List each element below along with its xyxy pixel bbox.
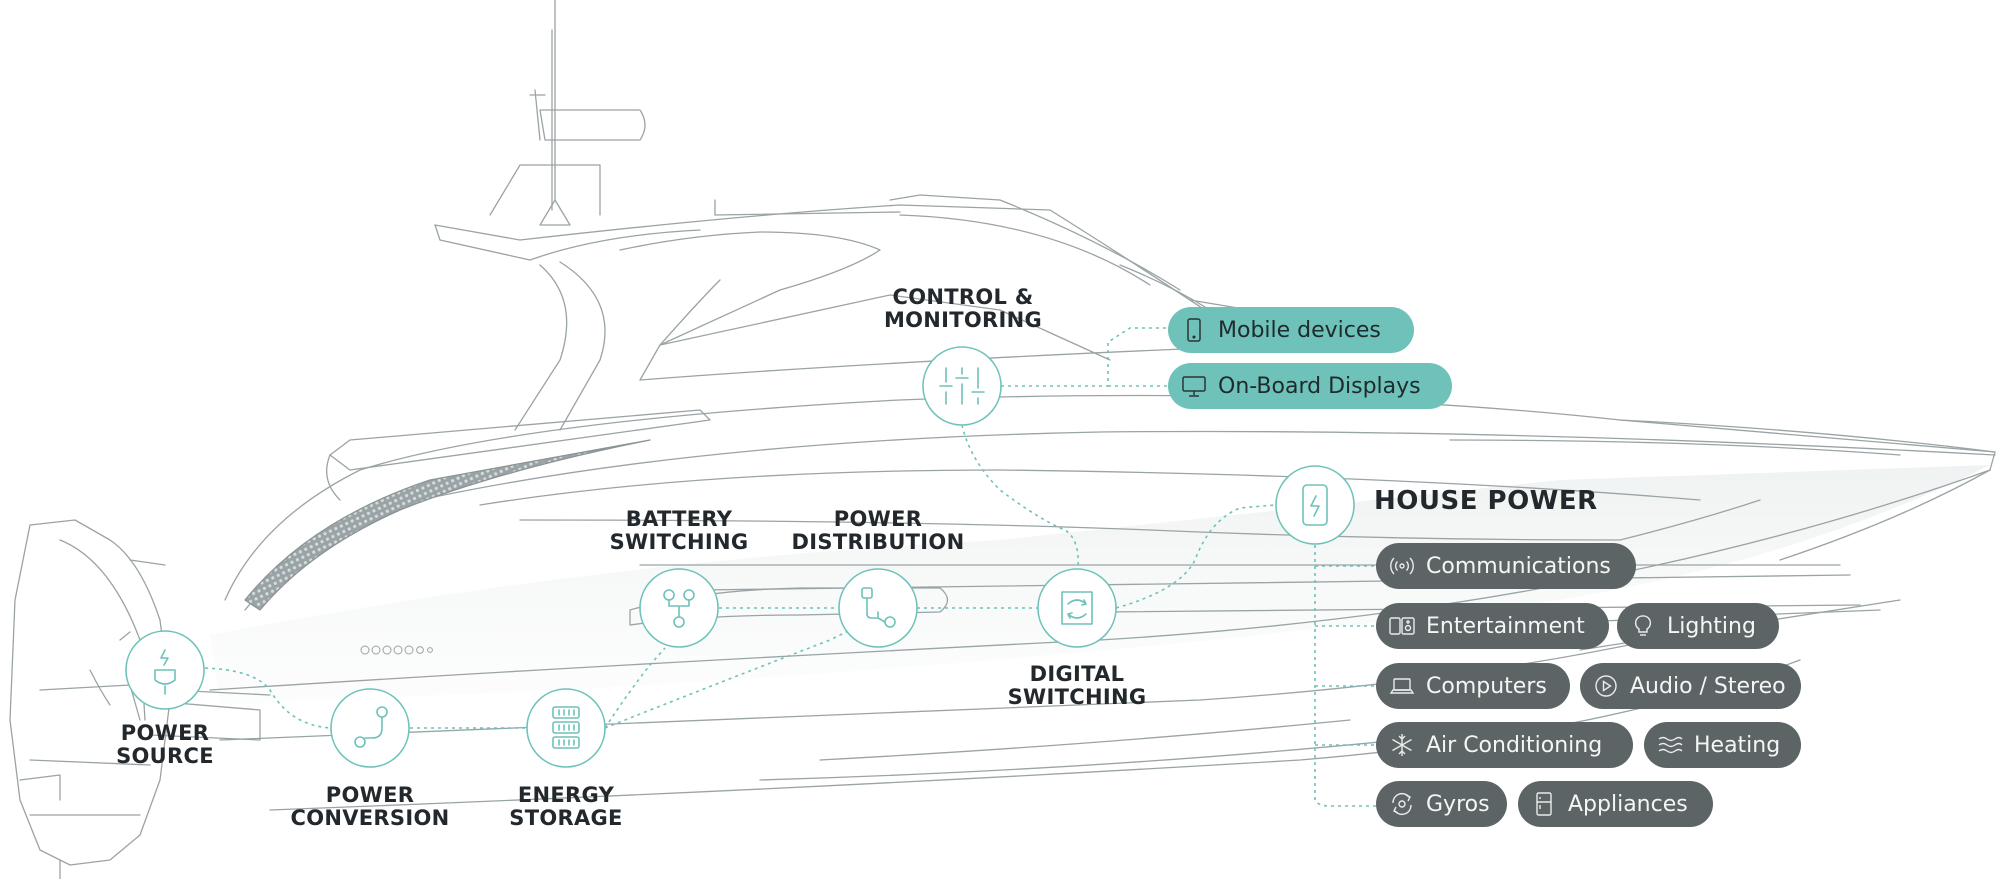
battery-switching-label-line2: SWITCHING [609,530,749,554]
power-distribution-node [838,568,918,648]
snowflake-icon [1388,731,1416,759]
power-source-label-line2: SOURCE [116,744,214,768]
digital-switching-label-line2: SWITCHING [1007,685,1147,709]
switch-arrows-icon [1061,591,1093,625]
appliances-pill: Appliances [1518,781,1713,827]
power-conversion-label: POWER CONVERSION [285,784,455,830]
entertainment-pill: Entertainment [1376,603,1609,649]
heat-waves-icon [1656,731,1684,759]
entertainment-label: Entertainment [1426,613,1585,639]
phone-power-icon [1302,484,1328,526]
appliances-label: Appliances [1568,791,1688,817]
lighting-label: Lighting [1667,613,1756,639]
control-monitoring-label-line2: MONITORING [883,308,1043,332]
gyros-pill: Gyros [1376,781,1507,827]
house-power-node [1275,465,1355,545]
energy-storage-label-line1: ENERGY [517,783,615,807]
heating-pill: Heating [1644,722,1801,768]
house-power-title: HOUSE POWER [1374,486,1598,516]
air-conditioning-label: Air Conditioning [1426,732,1603,758]
sliders-icon [939,367,985,405]
play-icon [1592,672,1620,700]
fridge-icon [1530,790,1558,818]
power-conversion-node [330,688,410,768]
audio-stereo-pill: Audio / Stereo [1580,663,1801,709]
gyro-icon [1388,790,1416,818]
power-distribution-label-line2: DISTRIBUTION [791,530,965,554]
broadcast-icon [1388,552,1416,580]
air-conditioning-pill: Air Conditioning [1376,722,1633,768]
digital-switching-node [1037,568,1117,648]
power-source-label-line1: POWER [120,721,210,745]
battery-switching-label: BATTERY SWITCHING [599,508,759,554]
on-board-displays-label: On-Board Displays [1218,373,1421,399]
branch-icon [354,706,388,748]
monitor-icon [1180,372,1208,400]
plug-icon [154,649,176,695]
control-monitoring-label: CONTROL & MONITORING [868,286,1058,332]
computers-pill: Computers [1376,663,1570,709]
mobile-devices-label: Mobile devices [1218,317,1381,343]
audio-stereo-label: Audio / Stereo [1630,673,1786,699]
digital-switching-label: DIGITAL SWITCHING [992,663,1162,709]
energy-storage-label: ENERGY STORAGE [496,784,636,830]
battery-stack-icon [552,706,580,749]
power-distribution-label: POWER DISTRIBUTION [783,508,973,554]
mobile-icon [1180,316,1208,344]
fork-icon [663,589,695,628]
battery-switching-label-line1: BATTERY [625,507,733,531]
bulb-icon [1629,612,1657,640]
route-icon [861,587,896,628]
lighting-pill: Lighting [1617,603,1779,649]
mobile-devices-pill: Mobile devices [1168,307,1414,353]
heating-label: Heating [1694,732,1781,758]
communications-label: Communications [1426,553,1611,579]
power-distribution-label-line1: POWER [833,507,923,531]
energy-storage-label-line2: STORAGE [509,806,623,830]
power-conversion-label-line1: POWER [325,783,415,807]
computers-label: Computers [1426,673,1547,699]
laptop-icon [1388,672,1416,700]
digital-switching-label-line1: DIGITAL [1029,662,1125,686]
control-monitoring-label-line1: CONTROL & [892,285,1034,309]
power-source-label: POWER SOURCE [105,722,225,768]
power-conversion-label-line2: CONVERSION [290,806,450,830]
on-board-displays-pill: On-Board Displays [1168,363,1452,409]
energy-storage-node [526,688,606,768]
communications-pill: Communications [1376,543,1636,589]
speaker-icon [1388,612,1416,640]
gyros-label: Gyros [1426,791,1490,817]
